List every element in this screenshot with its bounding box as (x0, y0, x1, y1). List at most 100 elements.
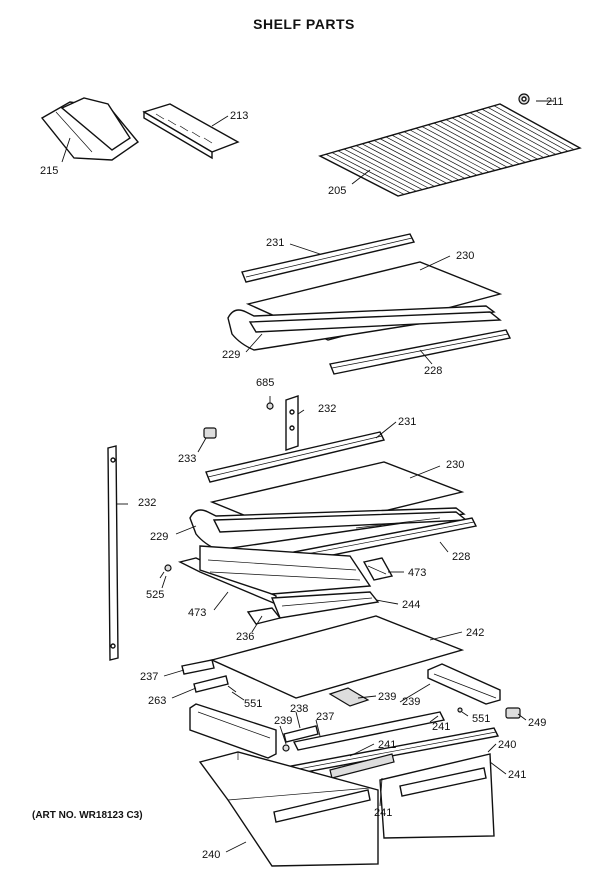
part-205-wire-shelf[interactable] (318, 103, 582, 197)
wire-rod (451, 117, 532, 162)
part-237-cover-trim-center[interactable] (292, 711, 446, 751)
callout-231-mid: 231 (398, 416, 416, 428)
wire-rod (439, 121, 520, 165)
part-240-drawer-left[interactable] (198, 751, 379, 867)
part-239-right-rail[interactable] (427, 663, 501, 705)
part-233-clip[interactable] (203, 427, 217, 439)
callout-237-center: 237 (316, 711, 334, 723)
wire-rod (475, 110, 556, 155)
wire-rod (463, 114, 544, 158)
part-473-slide-left[interactable] (177, 545, 372, 606)
part-211-knob[interactable] (518, 93, 530, 105)
part-cover-front-left[interactable] (189, 703, 277, 759)
callout-239-c: 239 (274, 715, 292, 727)
callout-240-right: 240 (498, 739, 516, 751)
callout-239-a: 239 (378, 691, 396, 703)
wire-rod (409, 129, 490, 173)
part-236-cover-support[interactable] (246, 607, 282, 625)
callout-231-top: 231 (266, 237, 284, 249)
callout-237-left: 237 (140, 671, 158, 683)
wire-rod (385, 136, 465, 179)
part-551-slide-left[interactable] (227, 685, 237, 693)
part-215-bin[interactable] (40, 97, 140, 161)
callout-228-top: 228 (424, 365, 442, 377)
callout-685: 685 (256, 377, 274, 389)
part-240-drawer-right[interactable] (379, 753, 495, 839)
part-237-cover-trim-left[interactable] (181, 659, 215, 675)
callout-232-side: 232 (138, 497, 156, 509)
callout-240-left: 240 (202, 849, 220, 861)
callout-473-left: 473 (188, 607, 206, 619)
callout-229-top: 229 (222, 349, 240, 361)
part-242-crisper-cover-glass[interactable] (209, 615, 465, 699)
callout-241-a: 241 (432, 721, 450, 733)
part-228-upper-rail[interactable] (329, 329, 512, 375)
wire-rod (355, 145, 435, 187)
callout-239-b: 239 (402, 696, 420, 708)
callout-241-d: 241 (374, 807, 392, 819)
wire-rod (397, 133, 478, 176)
part-232-bracket-short[interactable] (285, 395, 299, 451)
callout-211: 211 (546, 96, 564, 108)
wire-rod (415, 127, 496, 171)
wire-rod (421, 126, 502, 170)
wire-rod (445, 119, 526, 163)
wire-rod (481, 108, 562, 154)
wire-rod (427, 124, 508, 168)
callout-228-mid: 228 (452, 551, 470, 563)
callout-551-right: 551 (472, 713, 490, 725)
wire-rod (391, 134, 471, 178)
callout-241-c: 241 (508, 769, 526, 781)
part-685-screw[interactable] (266, 396, 274, 410)
wire-rod (361, 143, 441, 186)
wire-rod (403, 131, 484, 174)
page-title: SHELF PARTS (253, 16, 355, 32)
part-238-divider[interactable] (283, 725, 319, 743)
callout-249: 249 (528, 717, 546, 729)
wire-rod (469, 112, 550, 157)
part-229-upper-frame[interactable] (227, 305, 502, 351)
callout-230-top: 230 (456, 250, 474, 262)
callout-236: 236 (236, 631, 254, 643)
callout-525: 525 (146, 589, 164, 601)
callout-labels: 211 213 215 205 231 230 229 228 685 232 … (40, 96, 564, 861)
wire-rod (379, 138, 459, 181)
callout-229-mid: 229 (150, 531, 168, 543)
wire-rod (487, 107, 569, 152)
part-241-cover-strip[interactable] (329, 753, 395, 779)
part-239-rear-bracket-a[interactable] (328, 687, 370, 707)
part-249-roller[interactable] (505, 707, 521, 719)
part-213-ice-tray[interactable] (142, 103, 240, 160)
part-551-slide-right[interactable] (457, 707, 463, 713)
callout-213: 213 (230, 110, 248, 122)
part-239-rear-bracket-c[interactable] (282, 744, 290, 752)
wire-rod (373, 140, 453, 182)
part-231-middle-trim[interactable] (205, 431, 386, 483)
wire-rod (349, 147, 429, 189)
callout-205: 205 (328, 185, 346, 197)
part-229-middle-frame[interactable] (189, 507, 468, 551)
wire-rod (343, 148, 423, 190)
part-473-slide-right[interactable] (362, 557, 394, 581)
part-232-side-rail[interactable] (107, 445, 119, 661)
wire-rod (337, 150, 417, 192)
callout-263: 263 (148, 695, 166, 707)
callout-473-right: 473 (408, 567, 426, 579)
wire-rod (493, 105, 575, 150)
wire-rod (457, 115, 538, 160)
callout-233: 233 (178, 453, 196, 465)
callout-241-b: 241 (378, 739, 396, 751)
wire-rod (433, 122, 514, 166)
callout-238: 238 (290, 703, 308, 715)
wire-rod (367, 141, 447, 184)
callout-244: 244 (402, 599, 420, 611)
part-244-crisper-frame[interactable] (270, 591, 380, 619)
art-number: (ART NO. WR18123 C3) (32, 810, 143, 821)
part-263-cover-trim[interactable] (193, 675, 229, 693)
callout-215: 215 (40, 165, 58, 177)
callout-551-left: 551 (244, 698, 262, 710)
part-231-upper-trim[interactable] (241, 233, 416, 283)
wire-rod (331, 152, 411, 194)
part-525-screw[interactable] (159, 564, 172, 579)
